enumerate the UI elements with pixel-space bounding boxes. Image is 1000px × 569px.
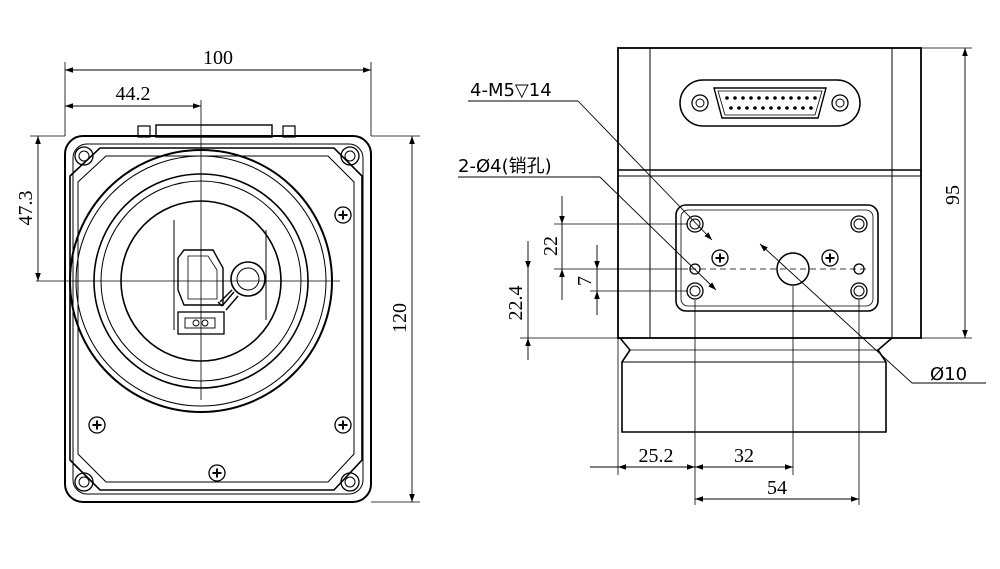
dim-label-offset-x: 44.2 xyxy=(116,83,151,105)
dim-bottom: 25.2 32 54 xyxy=(590,286,860,505)
m5-hole-icon xyxy=(686,282,704,300)
callout-pin-holes: 2-Ø4(销孔) xyxy=(458,156,552,177)
dim-label-height: 120 xyxy=(389,303,411,333)
center-hole-icon xyxy=(776,252,810,286)
dim-base-22-4: 22.4 xyxy=(505,241,618,360)
dim-width-100: 100 xyxy=(64,47,372,136)
corner-screw-icon xyxy=(74,472,94,492)
front-view: 100 44.2 47.3 120 xyxy=(15,47,420,503)
dim-label-offset-y: 47.3 xyxy=(15,191,37,226)
callout-threaded-holes: 4-M5▽14 xyxy=(470,80,552,101)
m5-hole-icon xyxy=(850,215,868,233)
dim-label-7: 7 xyxy=(574,276,596,286)
corner-screw-icon xyxy=(74,146,94,166)
corner-screw-icon xyxy=(340,146,360,166)
front-corner-screws xyxy=(74,146,360,492)
screw-icon xyxy=(208,464,226,482)
db25-connector xyxy=(679,79,861,127)
side-view: 4-M5▽14 2-Ø4(销孔) Ø10 95 22 7 xyxy=(458,47,986,505)
lower-housing xyxy=(618,337,893,433)
dim-height-120: 120 xyxy=(371,135,420,503)
dim-label-22-4: 22.4 xyxy=(505,286,527,321)
screw-icon xyxy=(334,206,352,224)
m5-hole-icon xyxy=(686,215,704,233)
m5-hole-icon xyxy=(850,282,868,300)
side-body xyxy=(617,47,922,339)
dim-spacing-7: 7 xyxy=(574,245,688,315)
screw-icon xyxy=(711,249,729,267)
front-housing xyxy=(64,135,372,503)
front-center-lines xyxy=(36,100,340,400)
dim-offset-x: 44.2 xyxy=(65,83,201,109)
dim-spacing-22: 22 xyxy=(540,196,688,300)
dim-label-95: 95 xyxy=(942,185,964,205)
dim-label-32: 32 xyxy=(734,445,754,467)
callout-center-hole: Ø10 xyxy=(930,364,967,385)
dim-label-25-2: 25.2 xyxy=(639,445,674,467)
screw-icon xyxy=(334,416,352,434)
dim-label-width: 100 xyxy=(203,47,233,69)
dim-offset-y: 47.3 xyxy=(15,135,65,281)
screw-icon xyxy=(88,416,106,434)
callout-leaders xyxy=(458,100,986,384)
screw-icon xyxy=(821,249,839,267)
mounting-plate xyxy=(675,204,879,312)
corner-screw-icon xyxy=(340,472,360,492)
dim-label-22: 22 xyxy=(540,236,562,256)
dim-height-95: 95 xyxy=(892,47,972,339)
dim-label-54: 54 xyxy=(767,477,787,499)
